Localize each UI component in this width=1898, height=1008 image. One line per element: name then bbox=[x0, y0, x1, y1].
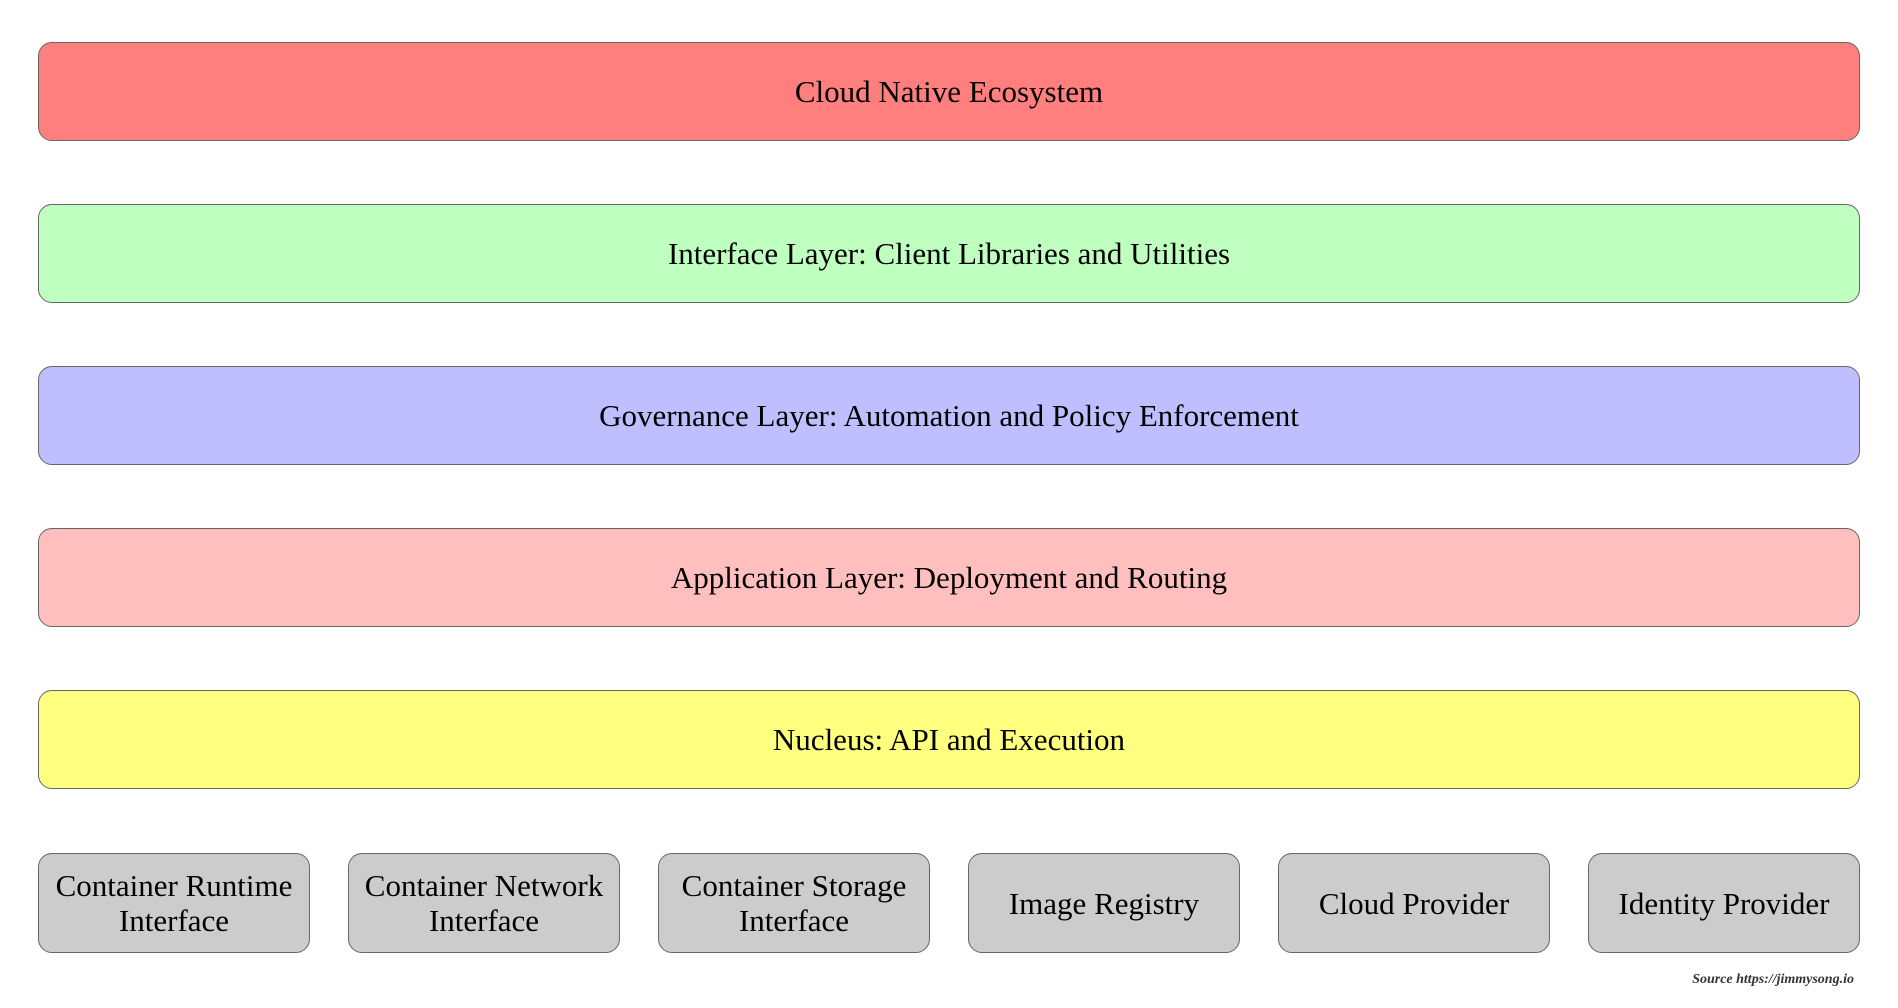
component-label: Container Storage Interface bbox=[681, 868, 907, 938]
component-label: Container Runtime Interface bbox=[55, 868, 293, 938]
component-container-network-interface: Container Network Interface bbox=[348, 853, 620, 953]
layer-label: Nucleus: API and Execution bbox=[772, 721, 1126, 757]
source-credit: Source https://jimmysong.io bbox=[1692, 972, 1854, 987]
component-image-registry: Image Registry bbox=[968, 853, 1240, 953]
layer-label: Application Layer: Deployment and Routin… bbox=[670, 559, 1228, 595]
layer-application: Application Layer: Deployment and Routin… bbox=[38, 528, 1860, 627]
layer-label: Cloud Native Ecosystem bbox=[794, 73, 1104, 109]
layer-label: Interface Layer: Client Libraries and Ut… bbox=[667, 235, 1231, 271]
component-container-storage-interface: Container Storage Interface bbox=[658, 853, 930, 953]
component-identity-provider: Identity Provider bbox=[1588, 853, 1860, 953]
component-label: Image Registry bbox=[1008, 885, 1200, 921]
layer-label: Governance Layer: Automation and Policy … bbox=[599, 397, 1299, 433]
layer-interface: Interface Layer: Client Libraries and Ut… bbox=[38, 204, 1860, 303]
component-label: Cloud Provider bbox=[1318, 885, 1510, 921]
layer-governance: Governance Layer: Automation and Policy … bbox=[38, 366, 1860, 465]
component-label: Container Network Interface bbox=[364, 868, 604, 938]
layer-cloud-native-ecosystem: Cloud Native Ecosystem bbox=[38, 42, 1860, 141]
layer-nucleus: Nucleus: API and Execution bbox=[38, 690, 1860, 789]
component-label: Identity Provider bbox=[1618, 885, 1830, 921]
component-container-runtime-interface: Container Runtime Interface bbox=[38, 853, 310, 953]
component-cloud-provider: Cloud Provider bbox=[1278, 853, 1550, 953]
infrastructure-components: Container Runtime Interface Container Ne… bbox=[38, 853, 1860, 953]
